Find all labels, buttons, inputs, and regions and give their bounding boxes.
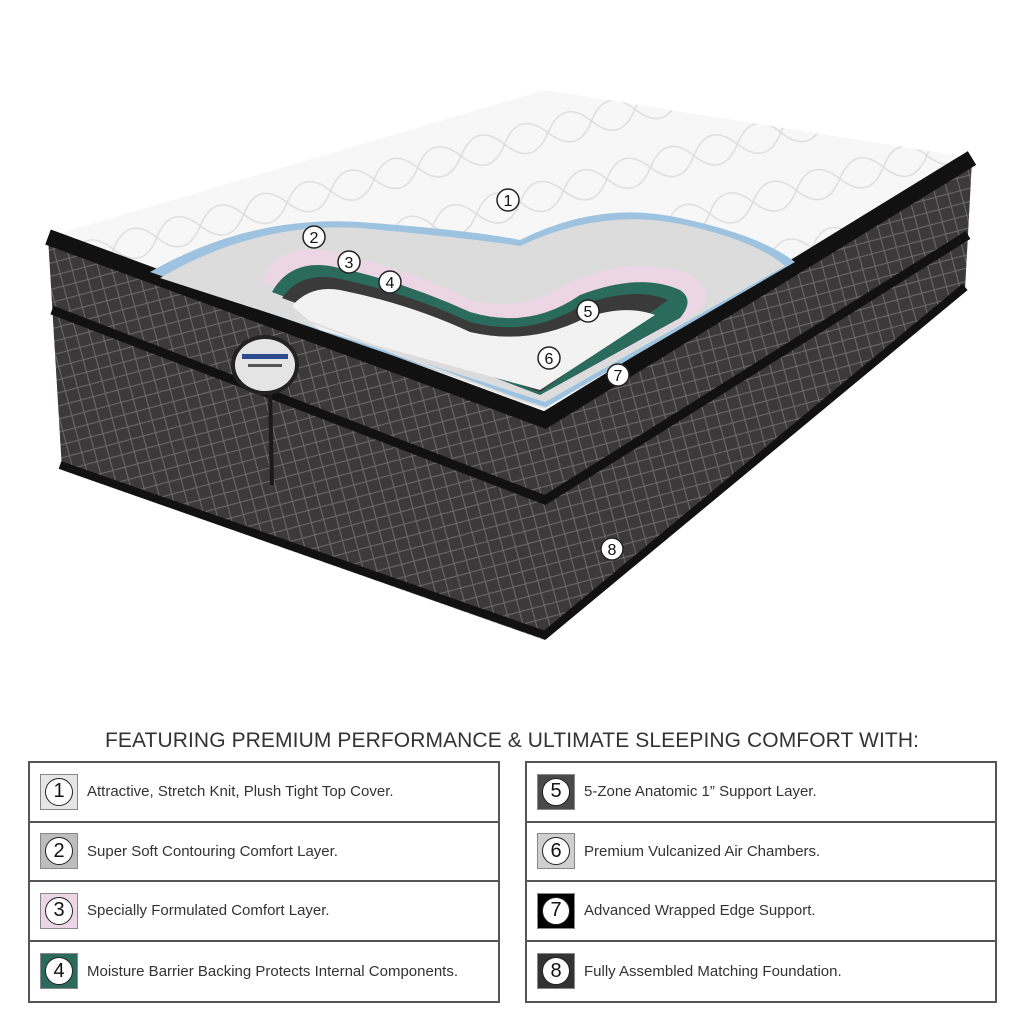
feature-number: 1	[45, 777, 73, 806]
svg-text:1: 1	[504, 193, 513, 210]
layer-swatch: 6	[537, 833, 575, 870]
svg-text:8: 8	[608, 542, 617, 559]
feature-row: 2 Super Soft Contouring Comfort Layer.	[30, 823, 498, 882]
feature-label: Premium Vulcanized Air Chambers.	[584, 842, 821, 860]
layer-swatch: 8	[537, 953, 575, 990]
feature-label: Attractive, Stretch Knit, Plush Tight To…	[87, 783, 394, 801]
layer-swatch: 4	[40, 953, 78, 990]
layer-swatch: 5	[537, 773, 575, 810]
feature-label: Advanced Wrapped Edge Support.	[584, 902, 816, 920]
svg-text:3: 3	[345, 255, 354, 272]
svg-text:4: 4	[386, 275, 395, 292]
cutaway-layers	[150, 212, 795, 409]
callout-4: 4	[378, 270, 402, 294]
callout-6: 6	[537, 346, 561, 370]
layer-swatch: 7	[537, 892, 575, 929]
callout-2: 2	[302, 225, 326, 249]
callout-1: 1	[496, 188, 520, 212]
feature-number: 4	[45, 957, 73, 986]
callout-7: 7	[606, 363, 630, 387]
brand-logo	[231, 335, 299, 395]
features-table-left: 1 Attractive, Stretch Knit, Plush Tight T…	[28, 761, 500, 1003]
feature-number: 5	[542, 777, 570, 806]
feature-row: 6 Premium Vulcanized Air Chambers.	[527, 823, 995, 882]
feature-label: Fully Assembled Matching Foundation.	[584, 962, 842, 980]
feature-number: 8	[542, 957, 570, 986]
feature-label: Specially Formulated Comfort Layer.	[87, 902, 330, 920]
feature-label: 5-Zone Anatomic 1” Support Layer.	[584, 783, 817, 801]
feature-number: 7	[542, 896, 570, 925]
layer-swatch: 2	[40, 833, 78, 870]
feature-row: 8 Fully Assembled Matching Foundation.	[527, 942, 995, 1002]
svg-text:7: 7	[614, 368, 623, 385]
svg-text:2: 2	[310, 230, 319, 247]
features-heading: FEATURING PREMIUM PERFORMANCE & ULTIMATE…	[104, 729, 920, 752]
feature-label: Super Soft Contouring Comfort Layer.	[87, 842, 338, 860]
feature-number: 2	[45, 837, 73, 866]
svg-text:6: 6	[545, 351, 554, 368]
feature-row: 5 5-Zone Anatomic 1” Support Layer.	[527, 763, 995, 823]
feature-label: Moisture Barrier Backing Protects Intern…	[87, 962, 458, 980]
callout-5: 5	[576, 299, 600, 323]
layer-swatch: 1	[40, 773, 78, 810]
feature-row: 4 Moisture Barrier Backing Protects Inter…	[30, 942, 498, 1002]
mattress-illustration: 1 2 3 4 5 6 7 8	[45, 90, 977, 640]
feature-number: 6	[542, 837, 570, 866]
feature-row: 7 Advanced Wrapped Edge Support.	[527, 882, 995, 942]
feature-row: 3 Specially Formulated Comfort Layer.	[30, 882, 498, 942]
feature-number: 3	[45, 896, 73, 925]
callout-3: 3	[337, 250, 361, 274]
layer-swatch: 3	[40, 892, 78, 929]
callout-8: 8	[600, 537, 624, 561]
svg-text:5: 5	[584, 304, 593, 321]
feature-row: 1 Attractive, Stretch Knit, Plush Tight T…	[30, 763, 498, 823]
features-table-right: 5 5-Zone Anatomic 1” Support Layer. 6 Premi…	[525, 761, 997, 1003]
